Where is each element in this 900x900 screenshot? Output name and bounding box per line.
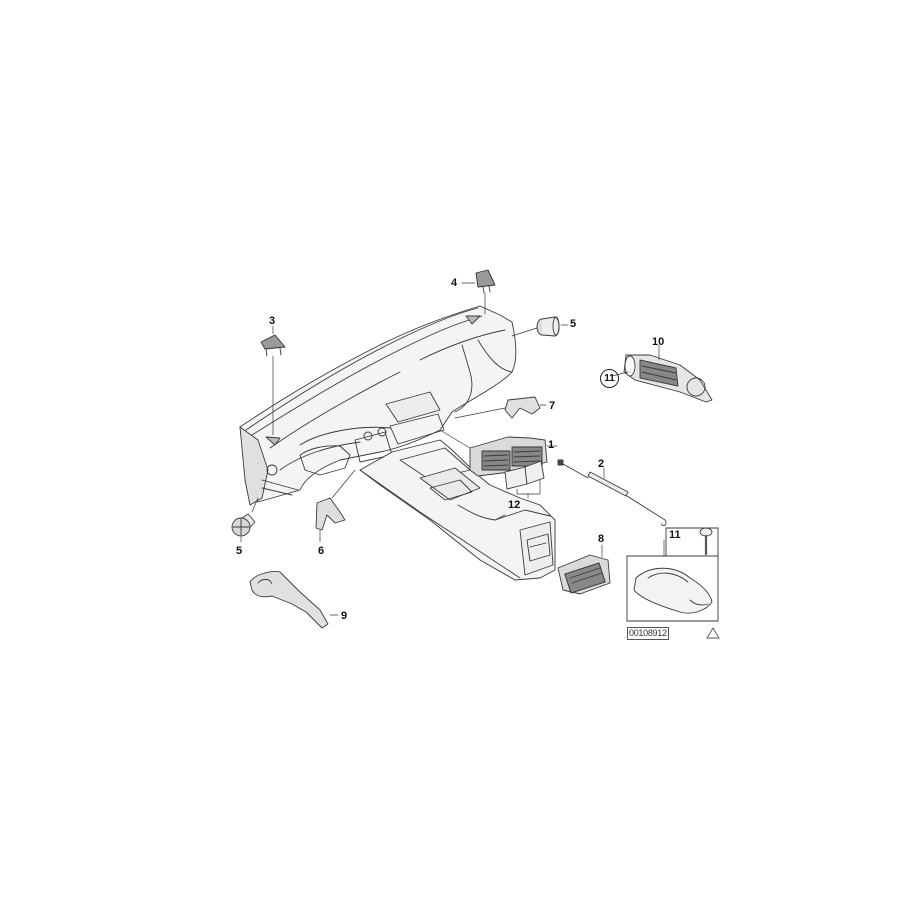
part-10-side-vent (612, 345, 712, 402)
center-console (360, 440, 555, 580)
part-5-nozzle-left (232, 498, 258, 542)
callout-2: 2 (598, 458, 605, 470)
part-12-pads (505, 461, 544, 498)
part-8-rear-vent (558, 545, 610, 594)
callout-6: 6 (318, 545, 325, 557)
callout-9: 9 (341, 610, 348, 622)
diagram-id-label: 00108912 (627, 627, 669, 640)
part-3-defroster-cover-left (261, 326, 285, 435)
callout-12: 12 (508, 499, 521, 511)
callout-5-right: 5 (570, 318, 577, 330)
callout-3: 3 (269, 315, 276, 327)
inset-box (627, 528, 718, 621)
callout-4: 4 (451, 277, 458, 289)
callout-11-inset: 11 (669, 529, 681, 541)
part-4-defroster-cover-right (462, 270, 495, 314)
callout-8: 8 (598, 533, 605, 545)
callout-11-circled: 11 (600, 369, 619, 388)
callout-7: 7 (549, 400, 556, 412)
part-6-bracket (316, 470, 355, 542)
callout-5-left: 5 (236, 545, 243, 557)
part-9-footwell-duct (250, 571, 338, 628)
warning-triangle-icon (706, 627, 720, 639)
callout-10: 10 (652, 336, 665, 348)
part-7-duct-cover (455, 397, 546, 418)
part-2-cable (558, 460, 666, 526)
callout-1: 1 (548, 439, 555, 451)
dashboard-body (240, 306, 516, 505)
part-5-nozzle-right (512, 317, 568, 336)
